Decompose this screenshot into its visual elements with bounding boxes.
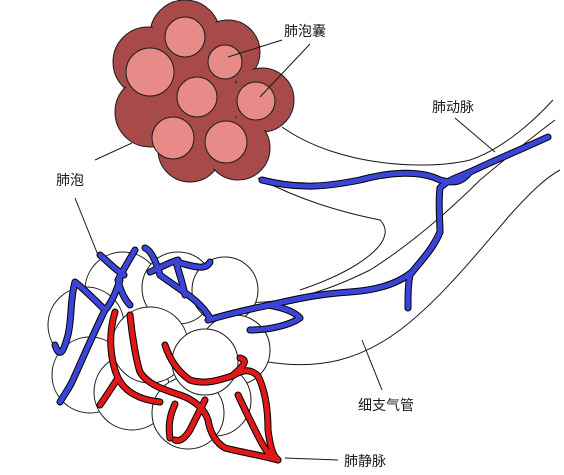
label-alveolus: 肺泡 xyxy=(56,173,84,189)
label-pulmonary-vein: 肺静脉 xyxy=(344,454,386,470)
leader-alveolar-sac-2 xyxy=(259,43,311,98)
sac-alveolus xyxy=(151,116,195,160)
artery-capillary xyxy=(97,252,127,278)
airway-upper-line xyxy=(281,99,554,166)
artery-capillary xyxy=(52,277,123,355)
artery-capillary xyxy=(147,257,181,275)
vein-capillary xyxy=(166,401,178,441)
leader-alveolus-2 xyxy=(74,197,99,256)
sac-alveolus xyxy=(207,44,243,80)
vein-capillary xyxy=(97,375,121,408)
artery-capillary xyxy=(57,307,108,405)
artery-capillary xyxy=(142,245,163,278)
pulmonary-artery-network xyxy=(51,133,552,406)
sac-inner-alveoli xyxy=(125,16,276,164)
artery-side-branch xyxy=(405,229,443,311)
leader-pulmonary-vein xyxy=(284,457,339,461)
label-pulmonary-artery: 肺动脉 xyxy=(432,100,474,116)
leader-alveolar-sac-1 xyxy=(227,39,283,58)
vein-main-trunk xyxy=(229,368,281,463)
pulmonary-vein-network xyxy=(96,308,282,464)
sac-alveolus xyxy=(204,120,248,164)
leader-alveolus-1 xyxy=(94,142,133,161)
leader-lines xyxy=(74,39,496,461)
vein-capillary xyxy=(127,312,183,398)
sac-alveolus xyxy=(176,76,218,118)
artery-upper-branch xyxy=(259,169,473,189)
vein-lower-branch xyxy=(177,392,281,463)
label-alveolar-sac: 肺泡囊 xyxy=(284,23,326,40)
sac-alveolus xyxy=(164,16,206,58)
vein-capillary xyxy=(229,355,247,379)
artery-lower-twig xyxy=(247,302,303,333)
vein-capillary xyxy=(162,342,235,385)
leader-bronchiole xyxy=(361,339,383,391)
labels: 肺泡囊 肺动脉 肺泡 细支气管 肺静脉 xyxy=(56,23,474,470)
artery-capillary xyxy=(157,272,213,321)
label-bronchiole: 细支气管 xyxy=(358,398,414,414)
vein-capillary xyxy=(235,392,273,458)
alveoli-cluster xyxy=(47,251,271,450)
sac-alveolus xyxy=(125,47,175,97)
leader-pulmonary-artery xyxy=(454,117,496,153)
airway-branch-line xyxy=(257,177,386,291)
airway-lower-line xyxy=(267,169,561,366)
vein-capillary xyxy=(172,397,208,443)
alveolar-sac xyxy=(112,0,295,183)
